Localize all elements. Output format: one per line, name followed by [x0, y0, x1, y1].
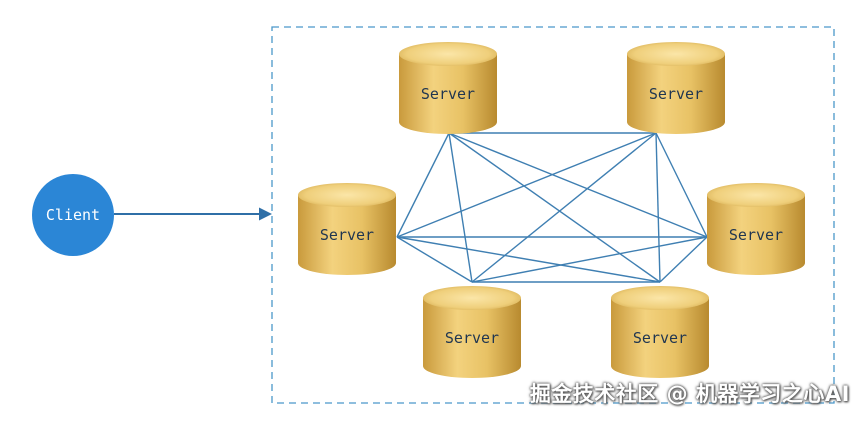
server-top	[298, 183, 396, 207]
server-label: Server	[320, 226, 374, 244]
link-top-right-bottom-right	[655, 132, 661, 283]
cluster-boundary	[271, 26, 835, 404]
server-label: Server	[729, 226, 783, 244]
link-top-right-middle-left	[396, 132, 657, 238]
server-top	[707, 183, 805, 207]
server-label: Server	[633, 329, 687, 347]
client-arrow	[114, 207, 272, 221]
client-node: Client	[32, 174, 114, 256]
server-middle-right: Server	[707, 183, 805, 275]
server-body	[611, 298, 709, 378]
server-body	[423, 298, 521, 378]
link-middle-left-bottom-left	[396, 236, 473, 283]
link-middle-right-bottom-left	[471, 236, 708, 283]
server-body	[627, 54, 725, 134]
server-top-left: Server	[399, 42, 497, 134]
server-middle-left: Server	[298, 183, 396, 275]
server-body	[707, 195, 805, 275]
server-body	[298, 195, 396, 275]
mesh-links	[396, 132, 708, 283]
client-label: Client	[46, 206, 100, 224]
link-middle-right-bottom-right	[659, 236, 708, 283]
link-top-right-middle-right	[655, 132, 708, 238]
server-body	[399, 54, 497, 134]
link-top-left-bottom-left	[448, 132, 473, 283]
link-top-right-bottom-left	[471, 132, 657, 283]
link-top-left-middle-right	[448, 132, 708, 238]
link-top-left-middle-left	[396, 132, 450, 238]
server-bottom-right: Server	[611, 286, 709, 378]
server-label: Server	[649, 85, 703, 103]
server-top-right: Server	[627, 42, 725, 134]
server-top	[423, 286, 521, 310]
server-top	[627, 42, 725, 66]
link-top-left-bottom-right	[448, 132, 661, 283]
server-top	[611, 286, 709, 310]
watermark: 掘金技术社区 @ 机器学习之心AI	[529, 382, 850, 406]
server-label: Server	[421, 85, 475, 103]
link-middle-left-bottom-right	[396, 236, 661, 283]
server-label: Server	[445, 329, 499, 347]
server-top	[399, 42, 497, 66]
server-bottom-left: Server	[423, 286, 521, 378]
